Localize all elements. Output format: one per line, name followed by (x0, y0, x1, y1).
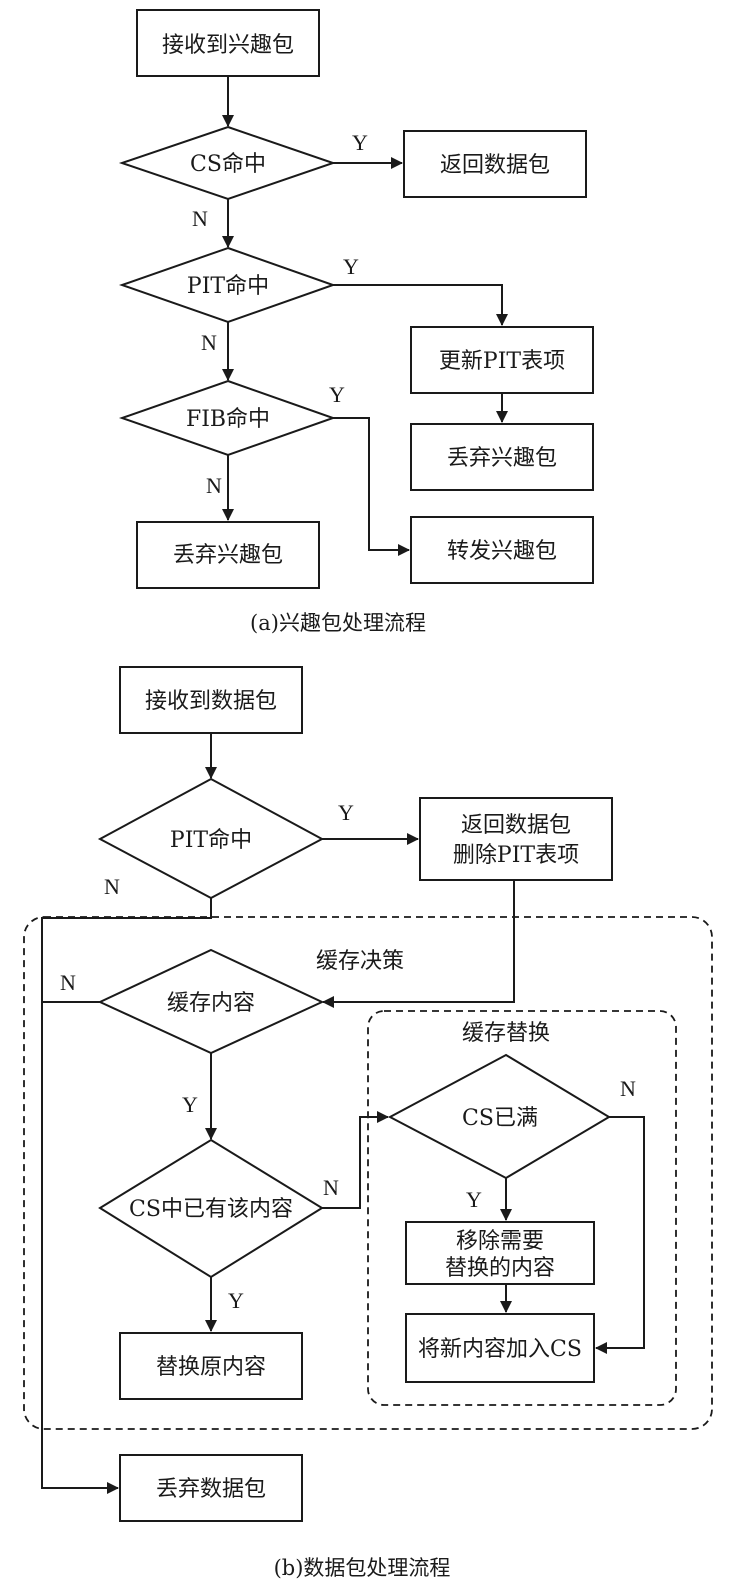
group-cache-replacement (367, 1010, 677, 1406)
edge-label-no: N (104, 874, 120, 899)
node-label: 丢弃兴趣包 (447, 446, 557, 471)
decision-label: PIT命中 (170, 828, 252, 853)
decision-label: CS已满 (462, 1106, 538, 1131)
decision-cs-hit: CS命中 (118, 125, 337, 201)
node-label: 将新内容加入CS (418, 1337, 582, 1362)
node-label: 接收到兴趣包 (162, 33, 294, 58)
node-return-delete-pit: 返回数据包 删除PIT表项 (419, 797, 613, 881)
group-cache-decision (23, 916, 713, 1430)
edge-label-no: N (192, 206, 208, 231)
edge-label-yes: Y (228, 1288, 244, 1313)
node-label: 丢弃兴趣包 (173, 543, 283, 568)
node-label: 接收到数据包 (145, 689, 277, 714)
decision-cache-content: 缓存内容 (97, 948, 325, 1055)
arrow-pit-yes (333, 284, 508, 326)
edge-label-yes: Y (338, 800, 354, 825)
edge-label-no: N (60, 970, 76, 995)
decision-fib-hit: FIB命中 (118, 379, 337, 457)
data-packet-flowchart: 缓存决策 缓存替换 接收到数据包 PIT命中 Y 返回数据包 删除PIT表项 N… (23, 666, 713, 1580)
node-return-data: 返回数据包 (403, 130, 587, 198)
node-update-pit: 更新PIT表项 (410, 326, 594, 394)
decision-pit-hit-b: PIT命中 (97, 777, 325, 900)
node-label: 替换原内容 (156, 1355, 266, 1380)
node-label-line1: 返回数据包 (461, 813, 571, 838)
arrow-pit-no-b (41, 898, 212, 1494)
edge-label-yes: Y (352, 130, 368, 155)
edge-label-no: N (323, 1175, 339, 1200)
node-drop-interest-right: 丢弃兴趣包 (410, 423, 594, 491)
arrow-has-no (322, 1111, 389, 1209)
group-label-cache-decision: 缓存决策 (316, 949, 404, 974)
decision-cs-full: CS已满 (387, 1053, 611, 1180)
node-label: 更新PIT表项 (439, 349, 565, 374)
node-remove-content: 移除需要 替换的内容 (405, 1221, 595, 1285)
node-drop-data: 丢弃数据包 (119, 1454, 303, 1522)
edge-label-yes: Y (329, 382, 345, 407)
decision-label: PIT命中 (187, 274, 269, 299)
decision-label: 缓存内容 (167, 991, 255, 1016)
decision-pit-hit: PIT命中 (118, 246, 337, 324)
node-forward-interest: 转发兴趣包 (410, 516, 594, 584)
node-receive-data: 接收到数据包 (119, 666, 303, 734)
edge-label-yes: Y (182, 1092, 198, 1117)
edge-label-no: N (206, 473, 222, 498)
node-drop-interest-left: 丢弃兴趣包 (136, 521, 320, 589)
interest-packet-flowchart: 接收到兴趣包 CS命中 Y 返回数据包 N PIT命中 Y 更新PIT表项 (118, 9, 594, 635)
node-add-to-cs: 将新内容加入CS (405, 1313, 595, 1383)
edge-label-no: N (201, 330, 217, 355)
node-label-line2: 删除PIT表项 (453, 843, 579, 868)
decision-cs-has-content: CS中已有该内容 (98, 1138, 324, 1279)
caption-b: (b)数据包处理流程 (274, 1556, 451, 1580)
arrow-fib-yes (333, 417, 410, 556)
edge-label-yes: Y (466, 1187, 482, 1212)
edge-label-no: N (620, 1076, 636, 1101)
decision-label: FIB命中 (186, 407, 270, 432)
node-label: 丢弃数据包 (156, 1477, 266, 1502)
decision-label: CS命中 (190, 152, 266, 177)
node-label: 转发兴趣包 (447, 539, 557, 564)
node-label-line2: 替换的内容 (445, 1256, 555, 1281)
node-receive-interest: 接收到兴趣包 (136, 9, 320, 77)
node-label-line1: 移除需要 (456, 1229, 544, 1254)
edge-label-yes: Y (343, 254, 359, 279)
node-label: 返回数据包 (440, 153, 550, 178)
caption-a: (a)兴趣包处理流程 (250, 611, 426, 635)
decision-label: CS中已有该内容 (129, 1197, 293, 1222)
arrow-full-no (595, 1116, 645, 1354)
arrow-return-to-cache (322, 880, 515, 1008)
group-label-cache-replacement: 缓存替换 (462, 1021, 550, 1046)
node-replace-original: 替换原内容 (119, 1332, 303, 1400)
